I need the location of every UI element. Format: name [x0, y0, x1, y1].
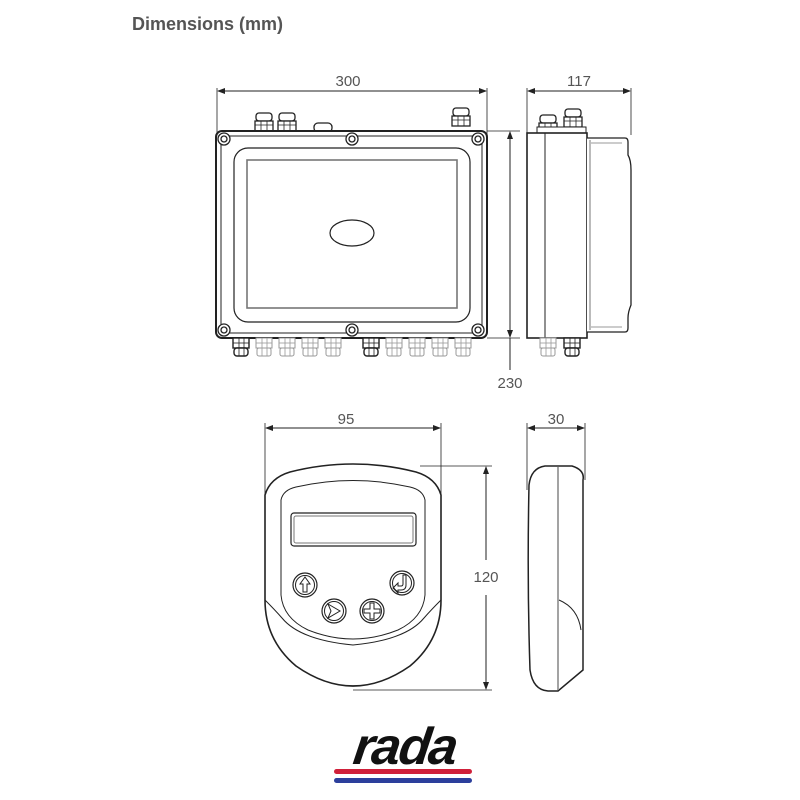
logo-red-stripe: [334, 769, 472, 774]
plus-icon: [363, 602, 381, 620]
page-title: Dimensions (mm): [132, 14, 284, 34]
control-box-side-view: [526, 88, 632, 357]
up-arrow-button[interactable]: [292, 572, 318, 598]
up-arrow-icon: [299, 576, 311, 593]
display-height-label: 120: [473, 569, 498, 586]
display-depth-label: 30: [548, 411, 565, 428]
next-chevron-button[interactable]: [321, 598, 347, 624]
control-box-depth-label: 117: [567, 73, 591, 90]
control-box-width-label: 300: [335, 73, 360, 90]
enter-button[interactable]: [389, 570, 415, 596]
display-unit-side-view: [526, 423, 586, 692]
logo-wordmark: rada: [350, 718, 461, 776]
rada-logo: rada: [334, 718, 472, 783]
control-box-height-label: 230: [497, 375, 522, 392]
logo-blue-stripe: [334, 778, 472, 783]
chevron-right-icon: [326, 602, 341, 620]
control-box-front-view: [215, 88, 520, 370]
display-unit-front-view: [264, 423, 492, 691]
plus-button[interactable]: [359, 598, 385, 624]
enter-return-icon: [392, 574, 407, 595]
display-width-label: 95: [338, 411, 355, 428]
